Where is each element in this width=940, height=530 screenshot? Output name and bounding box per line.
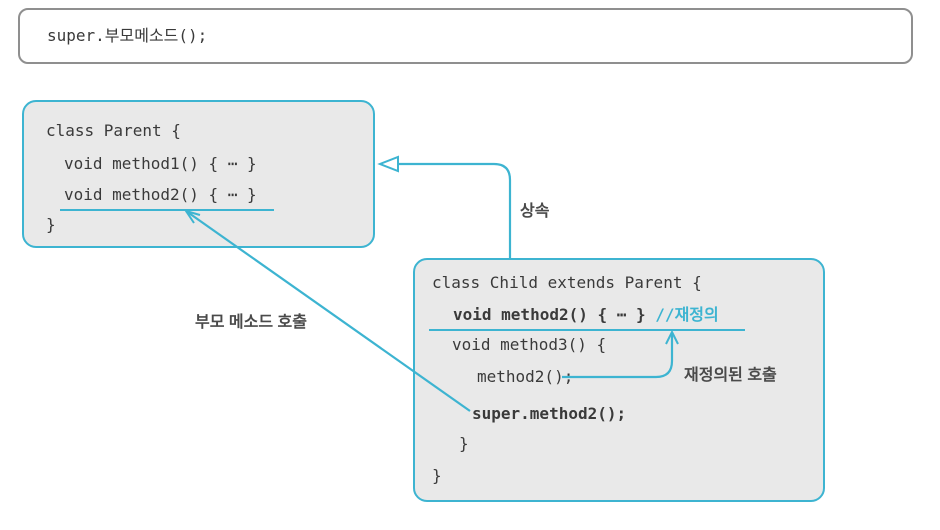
child-code-line-7: } bbox=[432, 466, 442, 485]
parent-code-line-2: void method1() { ⋯ } bbox=[64, 154, 257, 173]
child-method2-code: void method2() { ⋯ } bbox=[453, 305, 656, 324]
parent-code-line-3: void method2() { ⋯ } bbox=[64, 185, 257, 204]
child-code-line-5: super.method2(); bbox=[472, 404, 627, 423]
child-code-line-6: } bbox=[459, 434, 469, 453]
inheritance-triangle-icon bbox=[377, 155, 399, 173]
child-code-line-2: void method2() { ⋯ } //재정의 bbox=[453, 304, 719, 326]
child-code-line-1: class Child extends Parent { bbox=[432, 273, 702, 292]
parent-code-line-1: class Parent { bbox=[46, 121, 181, 140]
override-comment: //재정의 bbox=[655, 305, 719, 324]
label-overridden-call: 재정의된 호출 bbox=[684, 367, 777, 384]
child-code-line-4: method2(); bbox=[477, 367, 574, 386]
parent-class-box: class Parent { void method1() { ⋯ } void… bbox=[22, 100, 375, 248]
parent-code-line-4: } bbox=[46, 215, 56, 234]
label-parent-call: 부모 메소드 호출 bbox=[195, 314, 307, 331]
syntax-code: super.부모메소드(); bbox=[47, 26, 208, 45]
child-method2-underline bbox=[429, 329, 745, 331]
child-code-line-3: void method3() { bbox=[452, 335, 607, 354]
inheritance-arrow bbox=[377, 155, 512, 258]
parent-method2-underline bbox=[60, 209, 274, 211]
syntax-box: super.부모메소드(); bbox=[18, 8, 913, 64]
label-inheritance: 상속 bbox=[520, 203, 550, 220]
